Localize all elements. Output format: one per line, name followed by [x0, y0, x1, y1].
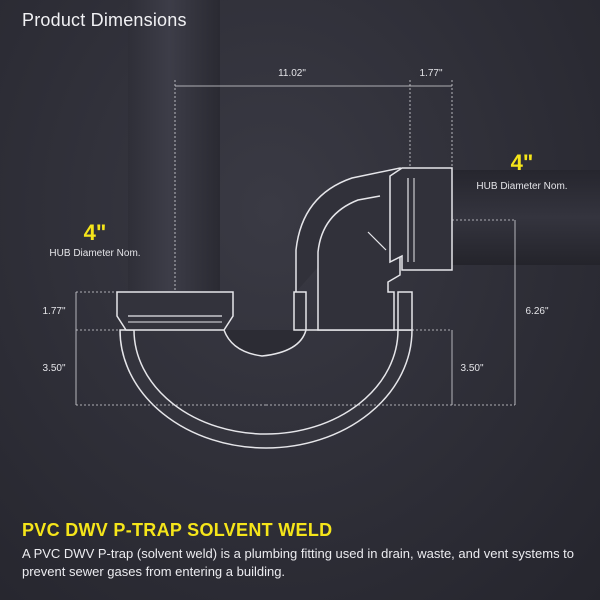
trap-arm-elbow: [295, 167, 401, 331]
horizontal-wall-pipe: [440, 170, 600, 265]
trap-inner-hump: [223, 329, 307, 357]
product-description: A PVC DWV P-trap (solvent weld) is a plu…: [22, 546, 575, 579]
dimension-right-height: 6.26": [525, 306, 548, 317]
right-hub-size-value: 4": [511, 150, 534, 175]
left-hub-size-value: 4": [84, 220, 107, 245]
left-hub: [116, 291, 234, 331]
flow-indicator-line: [367, 231, 387, 251]
dimension-top-width: 11.02": [278, 68, 306, 79]
top-dimension-lines: [174, 80, 453, 292]
left-dimension-lines: [75, 291, 266, 406]
dimension-left-hub-depth: 1.77": [42, 306, 65, 317]
right-hub-size-label: HUB Diameter Nom.: [476, 181, 567, 192]
page-title: Product Dimensions: [22, 10, 187, 30]
left-hub-size-label: HUB Diameter Nom.: [49, 248, 140, 259]
vertical-drain-pipe: [128, 0, 220, 300]
dimension-left-bottom-depth: 3.50": [42, 363, 65, 374]
dimension-right-bottom-depth: 3.50": [460, 363, 483, 374]
right-outlet-hub: [389, 167, 453, 271]
right-dimension-lines: [266, 219, 516, 406]
dimension-top-hub-depth: 1.77": [419, 68, 442, 79]
product-title: PVC DWV P-TRAP SOLVENT WELD: [22, 520, 333, 540]
